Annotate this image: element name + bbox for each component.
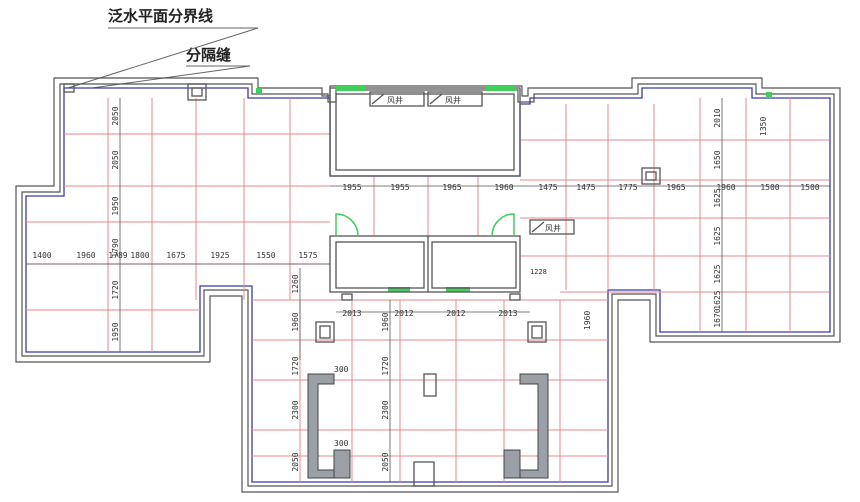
leader-lines xyxy=(67,27,259,89)
dim-label: 1960 xyxy=(76,251,95,260)
dim-label: 2050 xyxy=(111,150,120,169)
dim-label: 1950 xyxy=(111,322,120,341)
dim-label: 1550 xyxy=(256,251,275,260)
outer-walls xyxy=(15,77,841,493)
dim-label: 1675 xyxy=(166,251,185,260)
dim-bottom-row: 2013 2012 2012 2013 xyxy=(342,309,517,318)
dim-label: 1720 xyxy=(381,356,390,375)
top-core xyxy=(329,87,521,177)
dim-label: 1965 xyxy=(666,183,685,192)
dim-label: 1800 xyxy=(130,251,149,260)
dimension-lines xyxy=(26,98,830,482)
dim-label: 1500 xyxy=(800,183,819,192)
dim-label: 1960 xyxy=(494,183,513,192)
dim-right-small: 1228 xyxy=(530,268,547,276)
dim-label: 1400 xyxy=(32,251,51,260)
middle-core xyxy=(329,219,575,301)
dim-left-lower-col: 1260 1960 1720 2300 2050 xyxy=(291,274,300,471)
dim-label: 2012 xyxy=(446,309,465,318)
dim-label: 1965 xyxy=(442,183,461,192)
dim-label: 1625 xyxy=(713,226,722,245)
dim-label: 1960 xyxy=(716,183,735,192)
dim-label: 1955 xyxy=(390,183,409,192)
dim-label: 2300 xyxy=(291,400,300,419)
green-marks xyxy=(256,86,772,292)
dim-label: 2013 xyxy=(342,309,361,318)
dim-small-1: 300 xyxy=(334,365,349,374)
dim-label: 1670 xyxy=(713,308,722,327)
dim-label: 2050 xyxy=(291,452,300,471)
dim-label: 1625 xyxy=(713,188,722,207)
shaft-label-1: 风井 xyxy=(387,95,403,105)
shaft-label-3: 风井 xyxy=(545,223,561,233)
dim-label: 1955 xyxy=(342,183,361,192)
dim-label: 1650 xyxy=(713,150,722,169)
dim-center-col: 1960 1720 2300 2050 xyxy=(381,312,390,471)
dim-label: 2010 xyxy=(713,108,722,127)
dim-small-2: 300 xyxy=(334,439,349,448)
separation-joint-label: 分隔缝 xyxy=(186,46,232,64)
dim-label: 1720 xyxy=(111,280,120,299)
dim-left-col: 2050 2050 1950 1790 1720 1950 xyxy=(111,106,120,341)
dim-label: 2050 xyxy=(111,106,120,125)
dim-label: 1790 xyxy=(111,238,120,257)
dim-label: 1500 xyxy=(760,183,779,192)
dim-label: 1960 xyxy=(381,312,390,331)
dim-small-right: 1350 xyxy=(759,117,768,136)
dim-label: 1475 xyxy=(576,183,595,192)
dim-label: 1789 xyxy=(108,251,127,260)
dim-label: 2300 xyxy=(381,400,390,419)
dim-label: 1260 xyxy=(291,274,300,293)
dim-label: 1475 xyxy=(538,183,557,192)
dim-label: 2050 xyxy=(381,452,390,471)
dim-label: 1625 xyxy=(713,290,722,309)
flash-boundary-label: 泛水平面分界线 xyxy=(108,7,214,25)
dim-right-mid: 1960 xyxy=(583,311,592,330)
dim-label: 1775 xyxy=(618,183,637,192)
lower-structures xyxy=(307,373,549,479)
dim-label: 1720 xyxy=(291,356,300,375)
columns xyxy=(63,83,661,487)
door-swings xyxy=(335,213,515,237)
dim-label: 1960 xyxy=(291,312,300,331)
dim-top-row: 1955 1955 1965 1960 1475 1475 1775 1965 1960 1500… xyxy=(342,183,819,192)
dim-label: 2012 xyxy=(394,309,413,318)
separation-grid xyxy=(26,98,830,482)
shaft-label-2: 风井 xyxy=(445,95,461,105)
dim-label: 1950 xyxy=(111,196,120,215)
dim-label: 1625 xyxy=(713,264,722,283)
dim-label: 2013 xyxy=(498,309,517,318)
dim-label: 1925 xyxy=(210,251,229,260)
dim-label: 1575 xyxy=(298,251,317,260)
